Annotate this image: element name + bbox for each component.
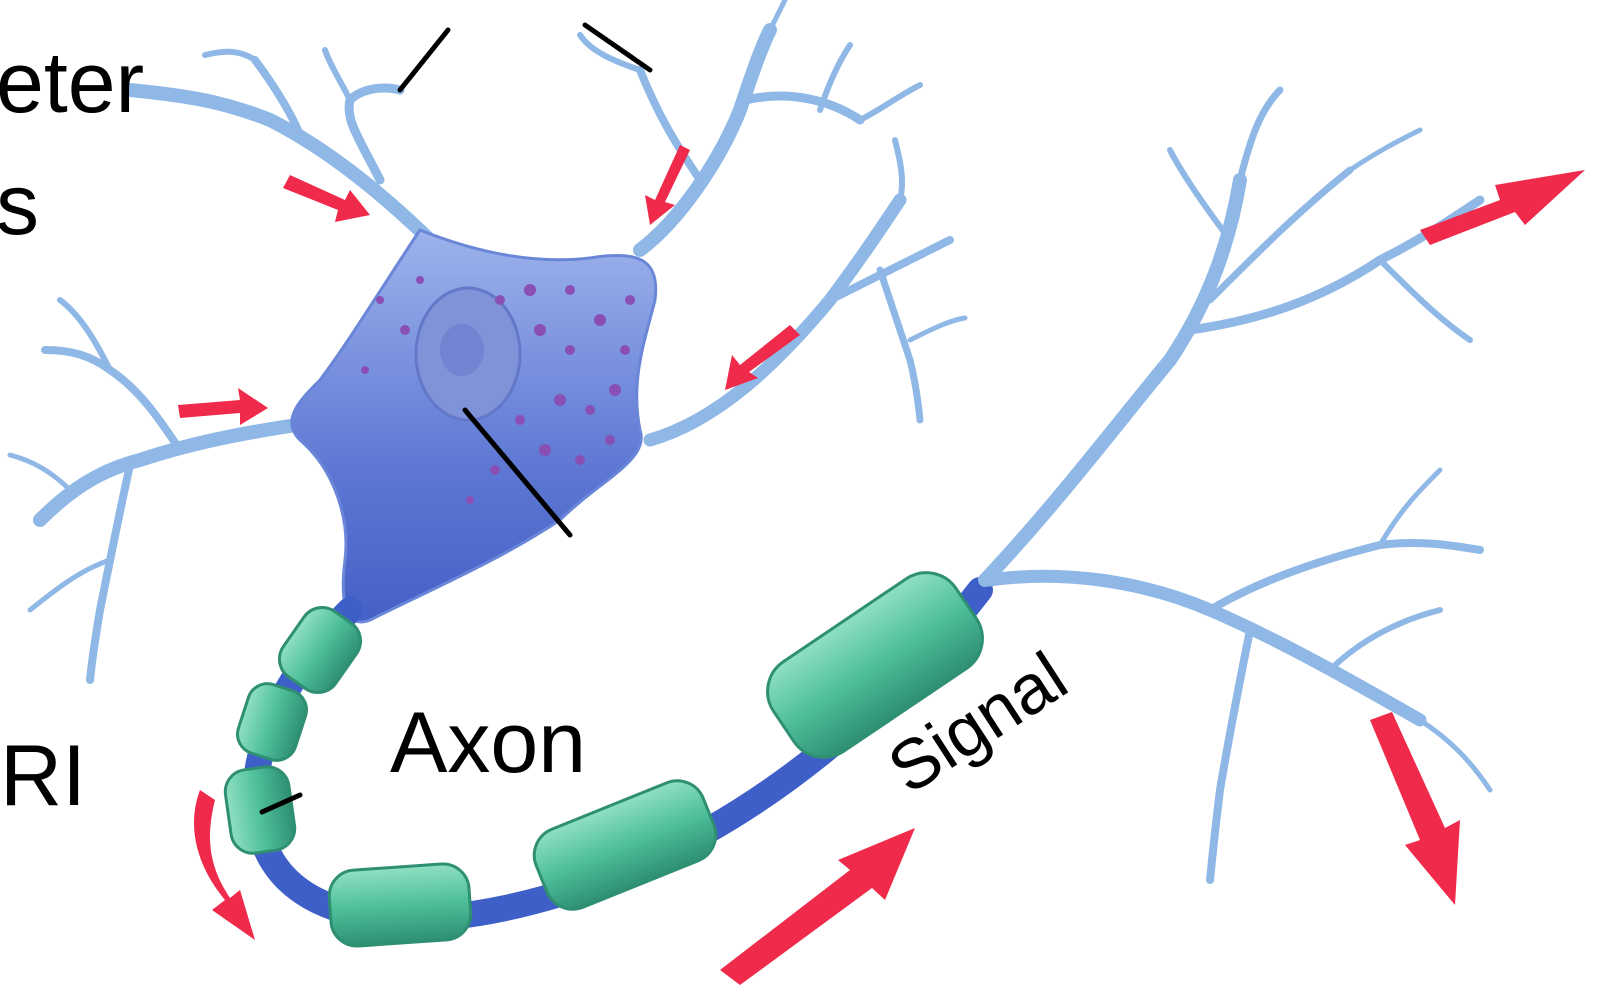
dendrite-branch bbox=[910, 318, 965, 340]
label-ri: RI bbox=[0, 733, 86, 819]
terminal-branch bbox=[1240, 90, 1280, 180]
dendrite-branch bbox=[820, 45, 850, 110]
dendrite-branch bbox=[860, 85, 920, 120]
terminal-branch bbox=[1210, 543, 1480, 610]
dendrite-branch bbox=[325, 50, 350, 100]
signal-arrow-icon bbox=[1420, 170, 1585, 245]
dendrite-branch bbox=[895, 140, 902, 200]
terminal-branch bbox=[1170, 150, 1230, 240]
label-s: s bbox=[0, 162, 39, 248]
dendrite-branch bbox=[10, 455, 70, 490]
signal-arrow-icon bbox=[720, 828, 915, 985]
terminal-branch bbox=[1420, 720, 1490, 790]
dendrite-branch bbox=[880, 270, 920, 420]
terminal-branch bbox=[1380, 470, 1440, 545]
dendrite-branch bbox=[40, 420, 330, 520]
dendrite-branch bbox=[640, 70, 700, 180]
myelin-segment bbox=[526, 772, 724, 917]
signal-arrow-icon bbox=[178, 388, 268, 425]
dendrite-branch bbox=[130, 90, 440, 250]
dendrite-branch bbox=[745, 96, 860, 120]
label-eter: eter bbox=[0, 40, 144, 126]
dendrite-branch bbox=[45, 350, 180, 450]
pointer-line bbox=[400, 30, 448, 90]
terminal-branch bbox=[1210, 630, 1250, 880]
dendrite-branch bbox=[90, 465, 130, 680]
dendrite-branch bbox=[349, 88, 400, 180]
dendrite-branch bbox=[205, 52, 255, 60]
label-axon: Axon bbox=[390, 700, 586, 786]
myelin-segment bbox=[328, 862, 473, 948]
nucleolus bbox=[440, 324, 484, 376]
dendrite-branch bbox=[650, 200, 900, 440]
terminal-branch bbox=[1380, 260, 1470, 340]
terminal-branch bbox=[1350, 130, 1420, 170]
terminal-branch bbox=[1330, 610, 1440, 670]
myelin-segment bbox=[222, 764, 297, 856]
soma bbox=[292, 230, 656, 622]
dendrite-branch bbox=[770, 0, 785, 30]
terminal-branch bbox=[985, 180, 1240, 580]
